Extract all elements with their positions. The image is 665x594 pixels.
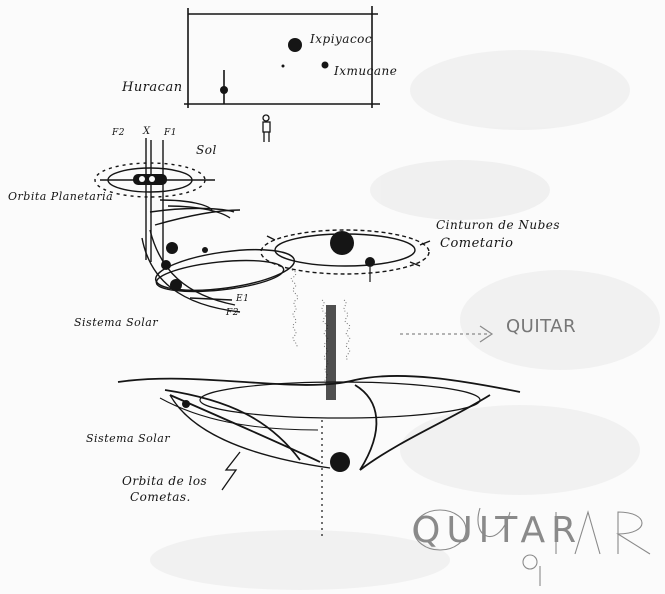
background-smudges xyxy=(150,50,660,590)
planet-b xyxy=(161,260,171,270)
ixpiyacoc-dot xyxy=(288,38,302,52)
small-dot xyxy=(282,65,285,68)
planet-d xyxy=(202,247,208,253)
label-orbita-cometas-line2: Cometas. xyxy=(130,490,191,504)
comet-dot xyxy=(365,257,375,267)
planet-a xyxy=(166,242,178,254)
central-planet xyxy=(330,231,354,255)
label-x-top: X xyxy=(143,126,151,137)
ixmucane-dot xyxy=(322,62,329,69)
label-ixpiyacoc: Ixpiyacoc xyxy=(310,32,372,46)
label-f1-top: F1 xyxy=(164,128,177,138)
sol-dot-2 xyxy=(149,176,155,182)
column-core xyxy=(326,305,336,400)
top-frame xyxy=(184,6,380,108)
lower-small-dot xyxy=(182,400,190,408)
label-f2-top: F2 xyxy=(112,128,125,138)
label-quitar-arrow: QUITAR xyxy=(506,316,576,337)
label-quitar-bottom: QUITAR xyxy=(412,510,582,551)
planet-c xyxy=(170,279,182,291)
label-cinturon-line1: Cinturon de Nubes xyxy=(436,218,560,232)
label-cinturon-line2: Cometario xyxy=(440,236,513,251)
label-orbita-planetaria: Orbita Planetaria xyxy=(8,190,113,203)
lower-planet xyxy=(330,452,350,472)
human-figure xyxy=(263,115,270,142)
sol-dot-1 xyxy=(139,176,145,182)
label-e1: E1 xyxy=(236,294,249,304)
huracan-dot xyxy=(220,86,228,94)
spiral-column xyxy=(291,270,350,384)
label-ixmucane: Ixmucane xyxy=(334,64,397,78)
label-f2-bottom: F2 xyxy=(226,308,239,318)
label-sistema-solar-upper: Sistema Solar xyxy=(74,316,158,329)
label-sistema-solar-lower: Sistema Solar xyxy=(86,432,170,445)
label-sol: Sol xyxy=(196,143,217,157)
label-huracan: Huracan xyxy=(122,80,183,95)
label-orbita-cometas-line1: Orbita de los xyxy=(122,474,207,488)
